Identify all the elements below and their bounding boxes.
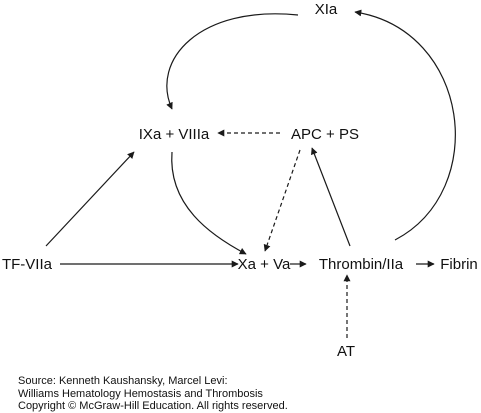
arrow-thrombin-to-apc-ps — [311, 147, 351, 247]
arrow-thrombin-to-xia — [354, 9, 456, 241]
node-apc-ps: APC + PS — [291, 126, 359, 143]
node-xa-va: Xa + Va — [238, 256, 291, 273]
node-tf-viia: TF-VIIa — [2, 256, 53, 273]
node-thrombin: Thrombin/IIa — [319, 256, 404, 273]
coagulation-diagram: XIa IXa + VIIIa APC + PS TF-VIIa Xa + Va… — [2, 1, 478, 360]
node-at: AT — [337, 343, 355, 360]
node-xia: XIa — [315, 1, 338, 18]
node-fibrin: Fibrin — [440, 256, 478, 273]
arrow-apc-ps-to-xa-va — [263, 149, 301, 252]
source-caption: Source: Kenneth Kaushansky, Marcel Levi:… — [18, 375, 288, 413]
source-line-3: Copyright © McGraw-Hill Education. All r… — [18, 400, 288, 412]
node-ixa-viiia: IXa + VIIIa — [139, 126, 210, 143]
arrow-tf-viia-to-ixa-viiia — [45, 151, 135, 247]
source-line-1: Source: Kenneth Kaushansky, Marcel Levi: — [18, 375, 228, 387]
arrow-ixa-viiia-to-xa-va — [171, 151, 247, 255]
source-line-2: Williams Hematology Hemostasis and Throm… — [18, 387, 263, 400]
arrow-xia-to-ixa-viiia — [166, 13, 299, 110]
